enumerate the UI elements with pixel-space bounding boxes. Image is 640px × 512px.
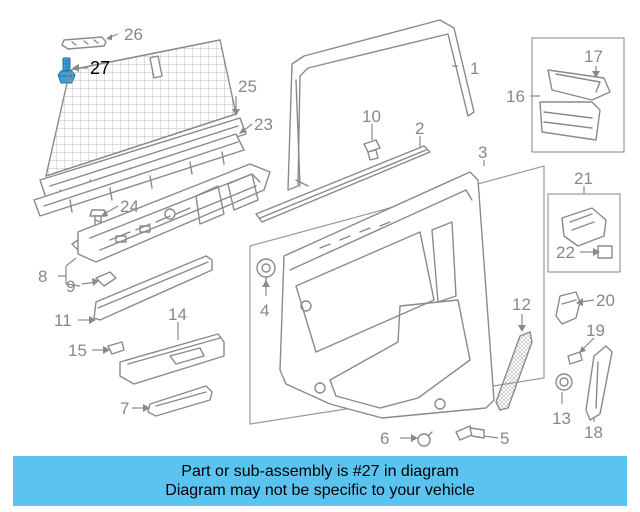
part-19-clip[interactable] <box>567 351 583 365</box>
callout-1[interactable]: 1 <box>470 59 479 78</box>
callout-18[interactable]: 18 <box>584 423 603 442</box>
part-9-clip[interactable] <box>95 271 117 287</box>
part-16-handle[interactable] <box>539 101 601 141</box>
info-banner: Part or sub-assembly is #27 in diagram D… <box>13 456 627 506</box>
part-18-trim[interactable] <box>585 345 613 421</box>
callout-16[interactable]: 16 <box>506 87 525 106</box>
callout-27[interactable]: 27 <box>90 58 110 78</box>
callout-15[interactable]: 15 <box>68 341 87 360</box>
callout-14[interactable]: 14 <box>168 305 187 324</box>
callout-2[interactable]: 2 <box>415 119 424 138</box>
callout-23[interactable]: 23 <box>254 115 273 134</box>
callout-9[interactable]: 9 <box>66 277 75 296</box>
callout-22[interactable]: 22 <box>556 243 575 262</box>
callout-6[interactable]: 6 <box>380 429 389 448</box>
callout-24[interactable]: 24 <box>120 197 139 216</box>
part-17-handle-insert[interactable] <box>547 69 611 101</box>
callout-21[interactable]: 21 <box>574 169 593 188</box>
callout-19[interactable]: 19 <box>586 321 605 340</box>
callout-8[interactable]: 8 <box>38 267 47 286</box>
part-7-cover[interactable] <box>147 385 213 417</box>
callout-11[interactable]: 11 <box>54 311 72 330</box>
callout-12[interactable]: 12 <box>512 295 531 314</box>
part-14-armrest[interactable] <box>119 333 225 385</box>
callout-25[interactable]: 25 <box>238 77 257 96</box>
callout-5[interactable]: 5 <box>500 429 509 448</box>
part-23-rail[interactable] <box>33 133 245 217</box>
part-8-switch-panel[interactable] <box>71 163 271 263</box>
callout-4[interactable]: 4 <box>260 301 269 320</box>
part-16-box <box>531 37 625 153</box>
part-20-switch[interactable] <box>555 291 581 325</box>
parts-diagram: 26 27 25 23 24 8 9 11 14 15 7 10 2 1 3 4… <box>33 19 625 448</box>
callout-26[interactable]: 26 <box>124 25 143 44</box>
leader-lines <box>58 33 600 442</box>
part-12-speaker-grille[interactable] <box>495 331 533 411</box>
callout-20[interactable]: 20 <box>596 291 615 310</box>
callout-7[interactable]: 7 <box>120 399 129 418</box>
part-3-door-panel[interactable] <box>249 165 545 425</box>
part-1-window-frame[interactable] <box>287 19 475 191</box>
part-10-screw[interactable] <box>363 139 381 161</box>
part-22-clip[interactable] <box>597 245 613 259</box>
part-2-weatherstrip[interactable] <box>255 145 431 223</box>
callout-10[interactable]: 10 <box>362 107 381 126</box>
part-11-trim-strip[interactable] <box>93 255 213 321</box>
part-25-sunshade[interactable] <box>39 39 247 199</box>
part-13-grommet[interactable] <box>555 373 573 391</box>
banner-line-2: Diagram may not be specific to your vehi… <box>165 482 475 499</box>
part-21-switch[interactable] <box>561 207 607 247</box>
part-5-screw[interactable] <box>455 425 485 441</box>
callout-3[interactable]: 3 <box>478 143 487 162</box>
banner-line-1: Part or sub-assembly is #27 in diagram <box>181 463 459 480</box>
part-6-clip[interactable] <box>417 431 433 447</box>
callout-17[interactable]: 17 <box>584 47 603 66</box>
part-15-clip[interactable] <box>107 341 125 355</box>
part-26-clip[interactable] <box>61 36 107 50</box>
callout-13[interactable]: 13 <box>552 409 571 428</box>
part-4-clip[interactable] <box>256 258 276 283</box>
